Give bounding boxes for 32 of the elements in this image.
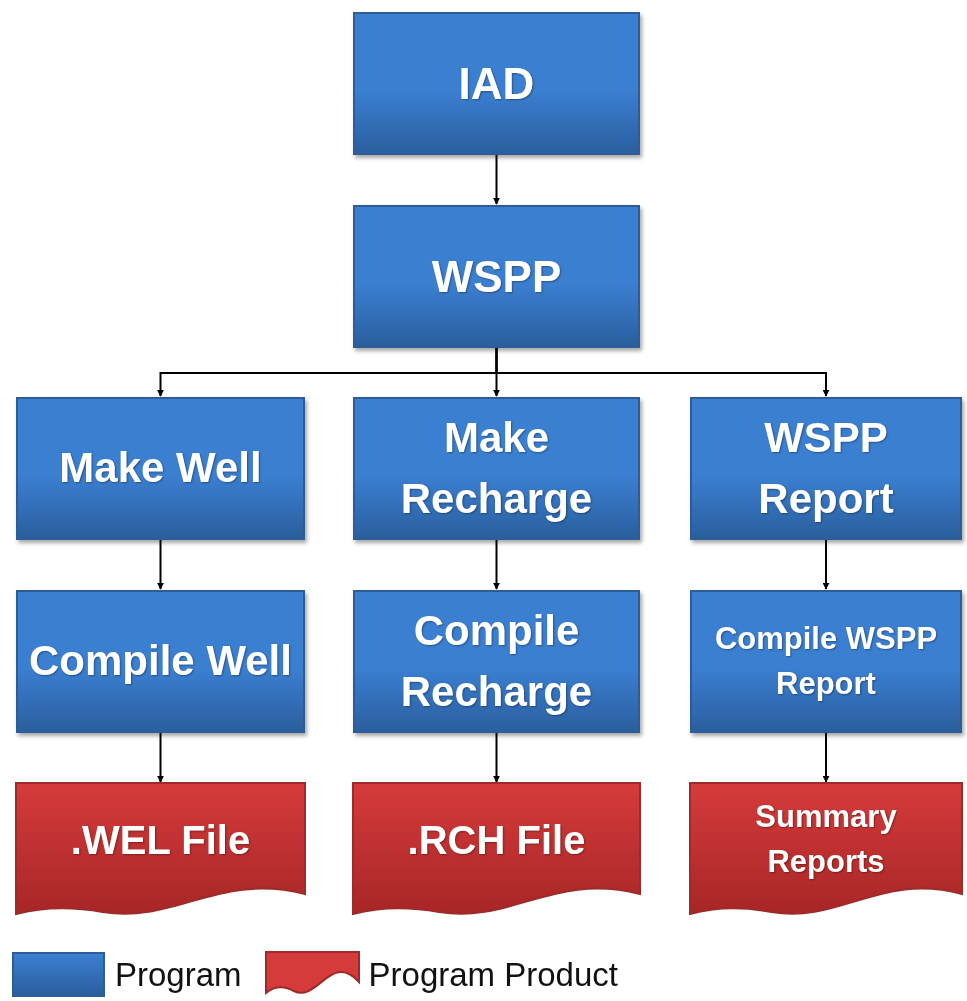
- arrow: [493, 539, 500, 590]
- arrow: [822, 732, 830, 783]
- arrow: [493, 732, 500, 783]
- node-label: WSPP: [430, 250, 563, 303]
- document-shape: [16, 783, 305, 918]
- node-label: Compile Well: [28, 636, 293, 687]
- arrow: [157, 732, 164, 783]
- arrow: [495, 347, 830, 397]
- node-label: .RCH File: [406, 816, 587, 864]
- program-box: [690, 590, 962, 733]
- node-label: IAD: [457, 57, 536, 110]
- arrow: [157, 539, 164, 590]
- legend-label: Program Product: [368, 955, 618, 994]
- node-label: .WEL File: [69, 816, 252, 864]
- program-box: [16, 397, 305, 540]
- node-label: Compile WSPP Report: [713, 619, 939, 703]
- program-box: [353, 12, 640, 155]
- program-box: [353, 205, 640, 348]
- arrow: [493, 154, 500, 205]
- program-box: [353, 590, 640, 733]
- arrow: [822, 539, 830, 590]
- node-label: Compile Recharge: [399, 605, 594, 717]
- program-box: [353, 397, 640, 540]
- program-box: [690, 397, 962, 540]
- node-label: WSPP Report: [757, 412, 895, 524]
- document-shape: [353, 783, 640, 918]
- legend-label: Program: [115, 955, 242, 994]
- program-box: [16, 590, 305, 733]
- node-label: Make Recharge: [399, 412, 594, 524]
- node-label: Make Well: [58, 443, 263, 494]
- node-label: Summary Reports: [754, 797, 898, 881]
- document-shape: [690, 783, 962, 918]
